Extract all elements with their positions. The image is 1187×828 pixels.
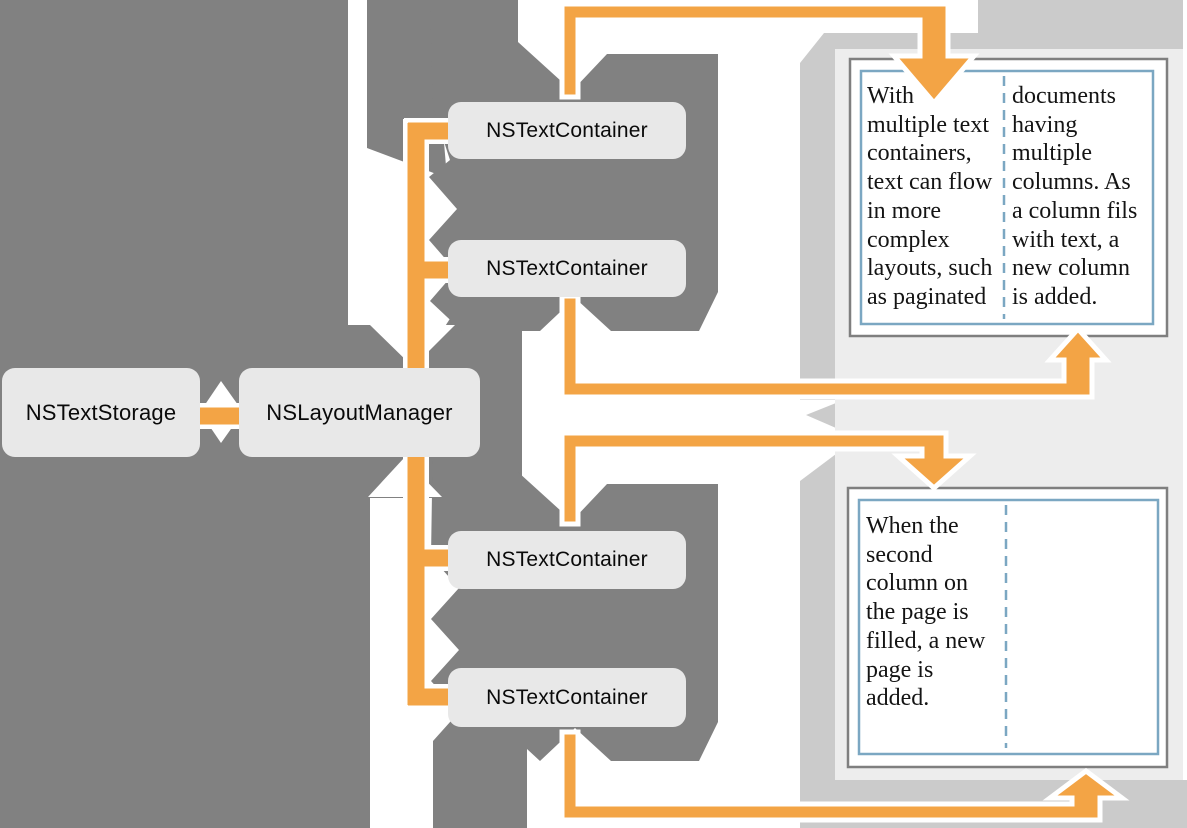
box-label: NSLayoutManager	[266, 399, 453, 425]
page1-left-column-text: With multiple text containers, text can …	[867, 83, 993, 310]
page-shadows	[800, 0, 1187, 828]
box-nstextcontainer-4: NSTextContainer	[448, 668, 686, 727]
page2-shadow-band	[800, 454, 1187, 828]
page2-left-column-text: When the second column on the page is fi…	[866, 513, 986, 712]
page1-shadow-band	[800, 33, 978, 400]
box-nslayoutmanager: NSLayoutManager	[239, 368, 480, 457]
box-label: NSTextContainer	[486, 256, 648, 280]
gray-container-blob-bottom	[431, 428, 718, 828]
page1-sheet	[848, 57, 1169, 338]
box-nstextcontainer-2: NSTextContainer	[448, 240, 686, 297]
gray-lower-strip	[348, 498, 370, 828]
box-label: NSTextContainer	[486, 685, 648, 709]
flow-arrows	[559, 1, 1130, 823]
page1-shadow-top-right	[978, 0, 1183, 49]
arrow-to-page2-top	[559, 430, 977, 527]
arrow-to-page1-top	[559, 1, 980, 107]
box-label: NSTextStorage	[25, 399, 177, 425]
page1-column-frame	[859, 69, 1155, 326]
page1-right-column-text: documents having multiple columns. As a …	[1012, 83, 1138, 310]
page2-column-frame	[857, 498, 1160, 756]
page2-sheet	[846, 486, 1169, 769]
box-label: NSTextContainer	[486, 548, 648, 571]
box-label: NSTextContainer	[486, 118, 648, 142]
box-nstextstorage: NSTextStorage	[2, 368, 200, 457]
arrow-to-page2-bottom	[559, 729, 1130, 823]
page-panels	[835, 49, 1183, 780]
box-nstextcontainer-1: NSTextContainer	[448, 102, 686, 159]
arrow-to-page1-bottom	[559, 293, 1112, 400]
page2-shadow-chevron	[806, 403, 836, 428]
box-nstextcontainer-3: NSTextContainer	[448, 531, 686, 589]
